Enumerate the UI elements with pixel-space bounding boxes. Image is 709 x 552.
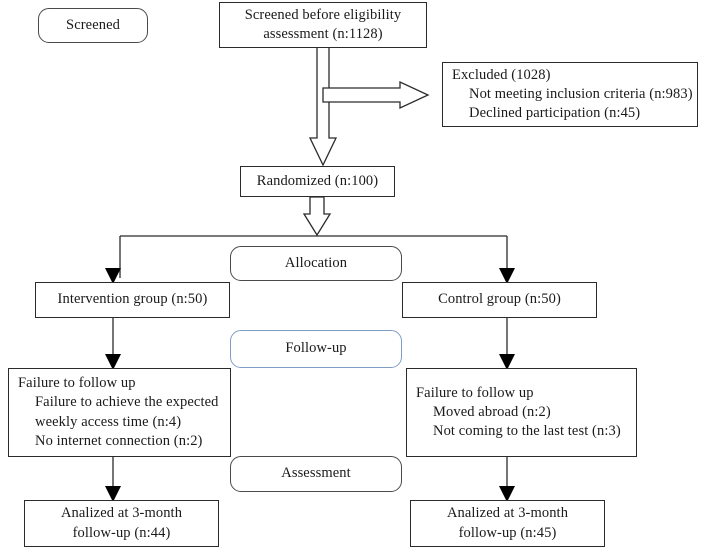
stage-assessment-label: Assessment: [281, 465, 351, 482]
stage-allocation: Allocation: [230, 246, 402, 281]
node-line: Moved abroad (n:2): [433, 403, 551, 420]
arrow-randomized-to-allocation: [302, 196, 332, 237]
node-line: Screened before eligibility: [244, 6, 402, 23]
node-line: Failure to achieve the expected: [35, 394, 219, 411]
node-line: follow-up (n:45): [458, 524, 557, 541]
node-intervention-analyzed: Analized at 3-month follow-up (n:44): [24, 500, 219, 547]
node-randomized: Randomized (n:100): [240, 166, 395, 197]
node-line: Not coming to the last test (n:3): [433, 423, 621, 440]
node-control-failure: Failure to follow up Moved abroad (n:2) …: [406, 368, 637, 457]
stage-screened: Screened: [38, 8, 148, 43]
node-line: assessment (n:1128): [263, 26, 383, 42]
node-line: Analized at 3-month: [446, 505, 569, 522]
stage-followup: Follow-up: [230, 330, 402, 368]
node-line: follow-up (n:44): [72, 524, 171, 541]
node-line: Not meeting inclusion criteria (n:983): [469, 85, 693, 102]
node-line: Declined participation (n:45): [469, 105, 641, 122]
node-line: Failure to follow up: [18, 374, 136, 391]
node-line: No internet connection (n:2): [35, 432, 203, 449]
node-intervention-group: Intervention group (n:50): [35, 282, 230, 318]
node-line: Control group (n:50): [438, 291, 561, 308]
node-intervention-failure: Failure to follow up Failure to achieve …: [8, 368, 231, 457]
arrow-screened-to-randomized: [308, 46, 338, 167]
node-line: Failure to follow up: [416, 384, 534, 401]
node-screened-before-eligibility: Screened before eligibility assessment (…: [219, 2, 427, 48]
node-line: weekly access time (n:4): [35, 413, 182, 430]
node-control-group: Control group (n:50): [402, 282, 597, 318]
stage-allocation-label: Allocation: [284, 254, 348, 271]
arrow-to-excluded: [322, 80, 430, 110]
node-line: Analized at 3-month: [60, 505, 183, 522]
stage-assessment: Assessment: [230, 456, 402, 492]
node-line: Randomized (n:100): [256, 172, 379, 189]
node-control-analyzed: Analized at 3-month follow-up (n:45): [410, 500, 605, 547]
stage-followup-label: Follow-up: [285, 340, 347, 357]
stage-screened-label: Screened: [66, 16, 120, 33]
node-line: Intervention group (n:50): [57, 291, 208, 308]
node-excluded: Excluded (1028) Not meeting inclusion cr…: [442, 62, 698, 127]
node-line: Excluded (1028): [452, 66, 551, 83]
